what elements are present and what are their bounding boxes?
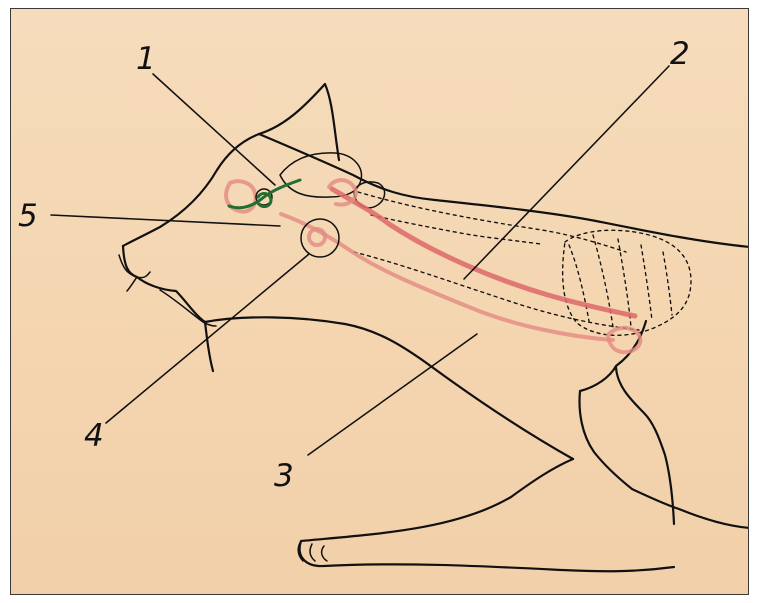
rib-cage-outline bbox=[563, 230, 691, 335]
leader-line-3 bbox=[308, 334, 477, 455]
hand-drawn-diagram: 1 2 3 4 5 bbox=[10, 8, 749, 595]
label-4: 4 bbox=[84, 418, 104, 454]
label-1: 1 bbox=[136, 41, 156, 77]
thoracic-duct-red-line bbox=[332, 189, 635, 316]
dog-anatomy-diagram: 1 2 3 4 5 bbox=[11, 9, 749, 595]
leader-line-1 bbox=[153, 74, 275, 185]
dog-face-outline bbox=[123, 134, 259, 246]
label-5: 5 bbox=[18, 198, 38, 234]
dog-ear-outline bbox=[259, 84, 339, 160]
spine-dashed-lines bbox=[358, 192, 626, 252]
leader-line-4 bbox=[106, 254, 309, 423]
leader-line-2 bbox=[464, 66, 669, 279]
label-2: 2 bbox=[670, 36, 690, 72]
dog-hind-leg-outline bbox=[580, 321, 749, 528]
dog-front-leg-outline bbox=[205, 322, 674, 571]
label-3: 3 bbox=[274, 458, 294, 494]
